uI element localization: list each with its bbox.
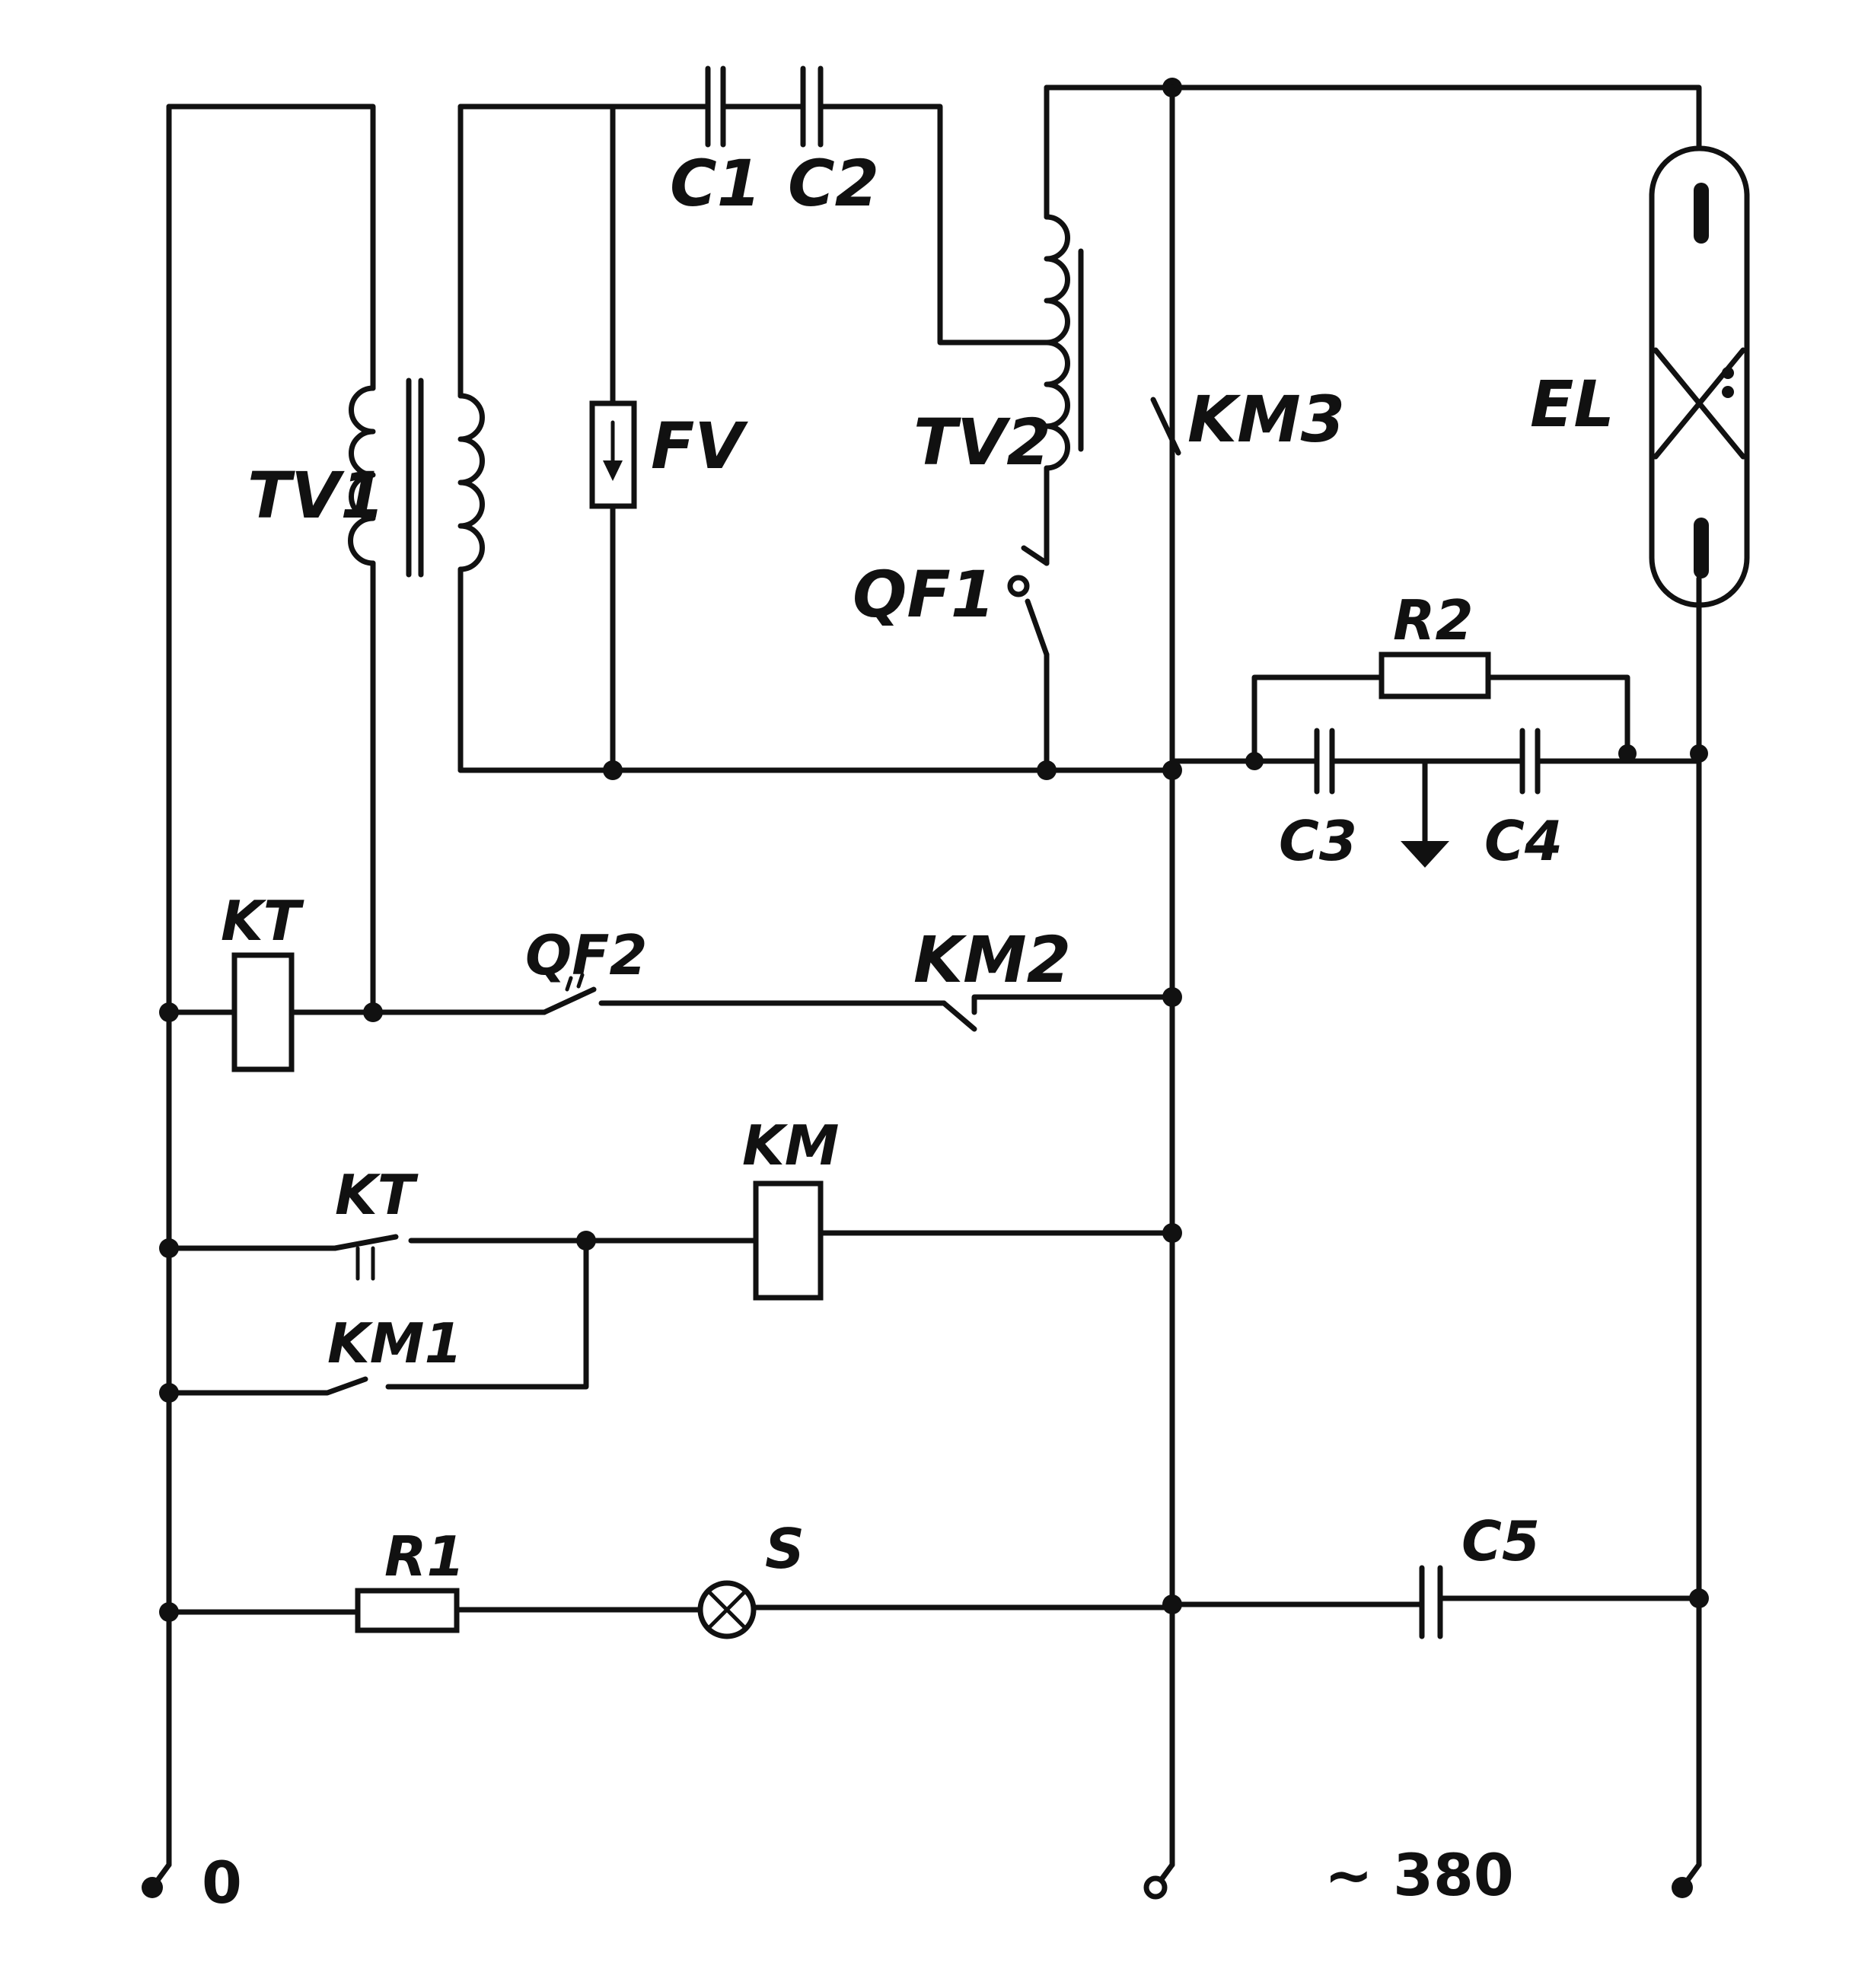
label-c3: C3 xyxy=(1279,809,1357,873)
label-c4: C4 xyxy=(1484,809,1563,873)
tv2-wiring xyxy=(1044,84,1070,566)
label-terminal-neutral: 0 xyxy=(202,1849,242,1916)
contact-km3 xyxy=(1150,84,1181,773)
row-indicator xyxy=(166,1565,1702,1639)
tv1-core xyxy=(406,378,424,578)
row-kt-coil xyxy=(166,952,1175,1072)
row-km-coil xyxy=(166,1180,1175,1396)
tv1-primary-wiring xyxy=(166,104,376,1015)
rc-network xyxy=(1169,652,1702,868)
label-c2: C2 xyxy=(788,146,879,221)
label-fv: FV xyxy=(651,409,748,483)
label-c5: C5 xyxy=(1461,1509,1540,1573)
top-wire-secondary xyxy=(457,104,1050,346)
label-el: EL xyxy=(1530,367,1614,441)
label-c1: C1 xyxy=(670,146,761,221)
label-terminal-supply: ~ 380 xyxy=(1324,1841,1514,1909)
label-lamp: S xyxy=(765,1517,805,1581)
capacitor-c1 xyxy=(705,65,726,148)
switch-qf1 xyxy=(1007,545,1050,773)
terminal-neutral xyxy=(142,1862,172,1898)
label-qf2: QF2 xyxy=(525,923,648,987)
lamp-el xyxy=(1649,145,1750,688)
tv1-secondary xyxy=(457,104,485,773)
label-r1: R1 xyxy=(384,1524,465,1588)
label-tv2: TV2 xyxy=(913,405,1051,479)
label-km1: KM1 xyxy=(327,1311,463,1375)
top-wire-right xyxy=(1044,84,1702,186)
label-km: KM xyxy=(742,1113,839,1177)
label-km3: KM3 xyxy=(1187,382,1345,457)
terminal-right xyxy=(1672,1862,1702,1898)
label-km2: KM2 xyxy=(913,922,1071,997)
label-tv1: TV1 xyxy=(247,458,385,533)
arrester-fv xyxy=(589,104,637,773)
label-r2: R2 xyxy=(1393,588,1474,652)
terminal-middle xyxy=(1143,1862,1175,1900)
label-qf1: QF1 xyxy=(853,557,995,632)
label-kt-contact: KT xyxy=(335,1163,419,1227)
capacitor-c2 xyxy=(800,65,824,148)
label-kt-coil: KT xyxy=(221,889,304,953)
